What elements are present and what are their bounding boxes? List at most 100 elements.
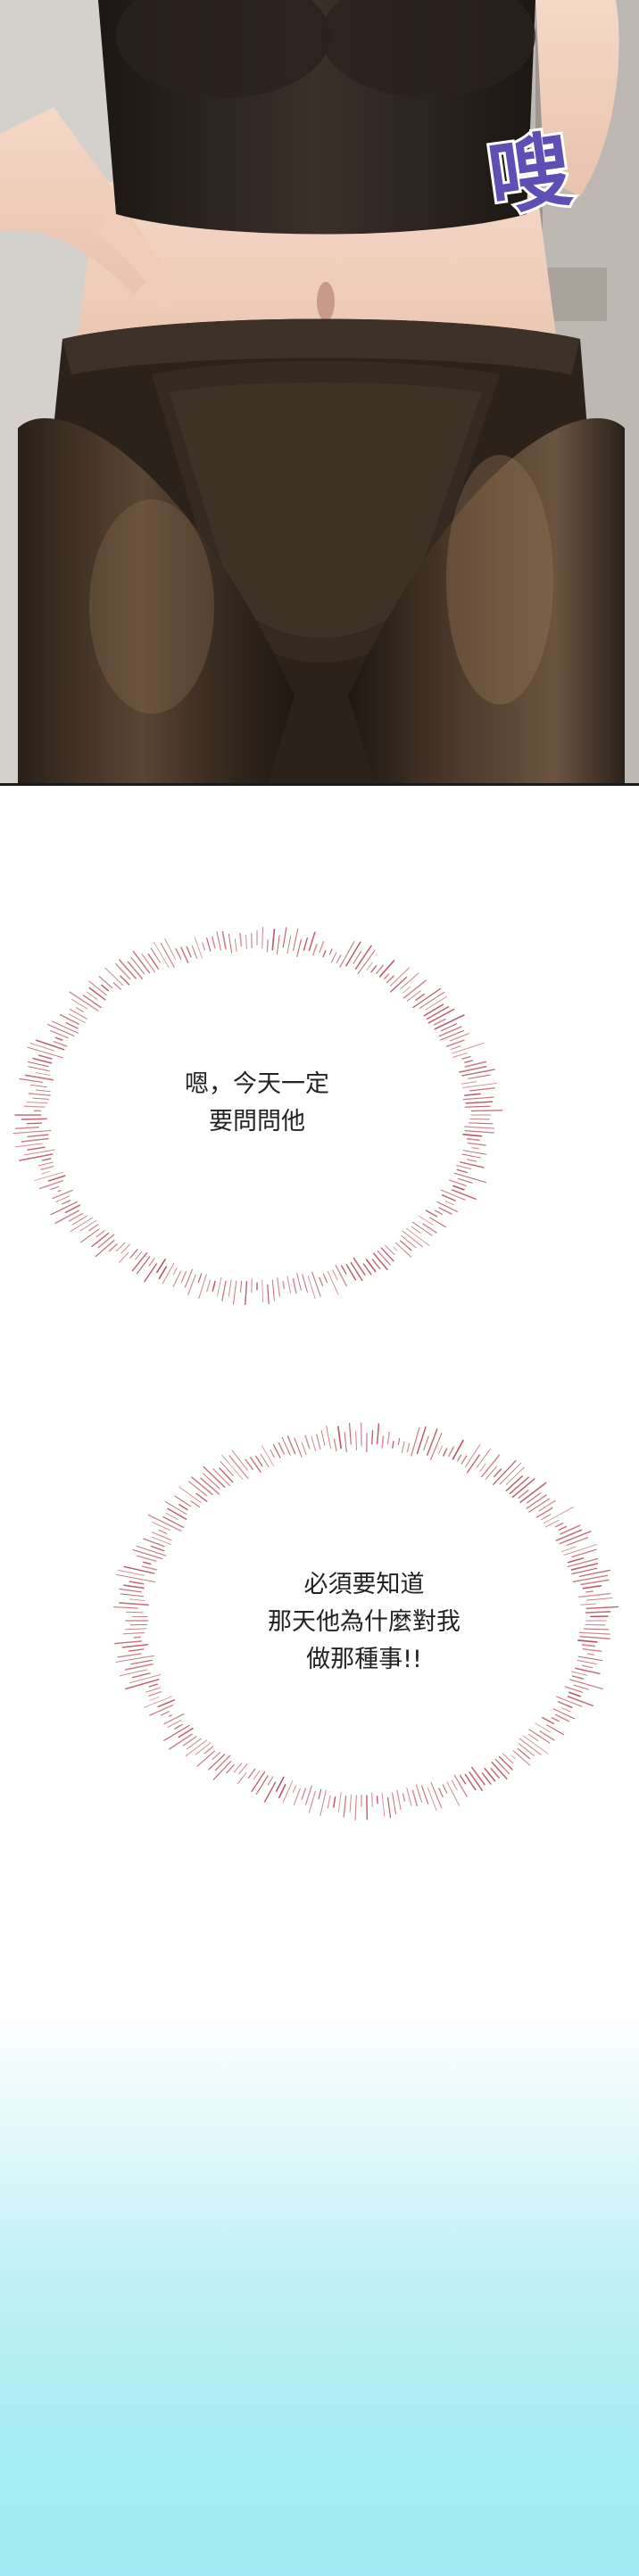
burst-ray bbox=[187, 1274, 196, 1296]
burst-ray bbox=[302, 1274, 308, 1293]
burst-ray bbox=[465, 1101, 494, 1104]
burst-ray bbox=[436, 1201, 458, 1212]
burst-ray bbox=[511, 1478, 535, 1499]
burst-ray bbox=[147, 1514, 182, 1532]
burst-ray bbox=[54, 1036, 63, 1041]
burst-ray bbox=[149, 1705, 173, 1716]
burst-ray bbox=[113, 1606, 139, 1609]
burst-ray bbox=[206, 1279, 211, 1292]
burst-ray bbox=[69, 991, 99, 1011]
burst-ray bbox=[71, 1215, 88, 1226]
burst-ray bbox=[467, 1142, 486, 1146]
burst-ray bbox=[161, 1711, 170, 1716]
burst-ray bbox=[24, 1074, 54, 1081]
burst-ray bbox=[370, 965, 378, 973]
burst-ray bbox=[168, 1714, 172, 1717]
burst-ray bbox=[202, 942, 205, 951]
burst-ray bbox=[76, 1007, 84, 1012]
burst-ray bbox=[577, 1655, 603, 1662]
burst-ray bbox=[91, 1232, 110, 1248]
burst-ray bbox=[542, 1716, 555, 1725]
burst-ray bbox=[27, 1134, 49, 1137]
panel-border bbox=[0, 783, 639, 786]
burst-ray bbox=[502, 1753, 514, 1764]
burst-ray bbox=[582, 1648, 602, 1652]
burst-ray bbox=[451, 1189, 477, 1201]
burst-ray bbox=[123, 1565, 155, 1574]
burst-ray bbox=[577, 1639, 598, 1643]
burst-ray bbox=[452, 1439, 464, 1460]
burst-ray bbox=[131, 1672, 151, 1679]
burst-ray bbox=[14, 1143, 43, 1148]
burst-ray bbox=[68, 1013, 86, 1024]
burst-ray bbox=[152, 1532, 172, 1541]
burst-ray bbox=[535, 1507, 553, 1518]
sound-effect-text: 嗖 bbox=[480, 119, 582, 230]
burst-ray bbox=[466, 1454, 480, 1474]
burst-ray bbox=[144, 1263, 158, 1283]
burst-ray bbox=[148, 1683, 159, 1688]
burst-ray bbox=[452, 1042, 485, 1054]
burst-ray bbox=[440, 1030, 464, 1041]
burst-ray bbox=[411, 1789, 419, 1807]
burst-ray bbox=[452, 1053, 468, 1058]
burst-ray bbox=[64, 1204, 81, 1214]
burst-ray bbox=[150, 947, 161, 963]
burst-ray bbox=[15, 1127, 39, 1130]
burst-ray bbox=[271, 929, 276, 951]
burst-ray bbox=[240, 1280, 243, 1292]
burst-ray bbox=[341, 1265, 347, 1275]
burst-ray bbox=[585, 1598, 613, 1601]
burst-ray bbox=[194, 937, 203, 959]
burst-ray bbox=[558, 1525, 568, 1531]
burst-ray bbox=[286, 935, 292, 954]
burst-ray bbox=[116, 1573, 156, 1582]
burst-ray bbox=[253, 1770, 261, 1780]
burst-ray bbox=[411, 1226, 421, 1234]
burst-ray bbox=[442, 1784, 448, 1794]
burst-ray bbox=[149, 1697, 160, 1701]
burst-ray bbox=[271, 1279, 275, 1301]
burst-ray bbox=[167, 1720, 182, 1728]
burst-ray bbox=[328, 948, 333, 955]
burst-ray bbox=[509, 1476, 529, 1495]
burst-ray bbox=[178, 1728, 194, 1738]
burst-ray bbox=[136, 1545, 167, 1556]
burst-ray bbox=[178, 1504, 188, 1511]
burst-ray bbox=[124, 1663, 154, 1671]
burst-ray bbox=[464, 1061, 487, 1068]
burst-ray bbox=[440, 1189, 466, 1201]
burst-ray bbox=[462, 1150, 487, 1155]
burst-ray bbox=[136, 1555, 157, 1563]
burst-ray bbox=[585, 1611, 611, 1614]
burst-ray bbox=[371, 1792, 373, 1807]
burst-ray bbox=[51, 1020, 79, 1034]
burst-ray bbox=[68, 1212, 84, 1222]
burst-ray bbox=[281, 1436, 291, 1456]
burst-ray bbox=[50, 1029, 69, 1039]
burst-ray bbox=[402, 986, 411, 994]
burst-ray bbox=[27, 1101, 48, 1104]
burst-ray bbox=[528, 1729, 551, 1744]
burst-ray bbox=[115, 1655, 154, 1663]
burst-ray bbox=[239, 932, 243, 947]
burst-ray bbox=[380, 1247, 394, 1262]
burst-ray bbox=[219, 1467, 234, 1483]
burst-ray bbox=[441, 1194, 456, 1201]
burst-ray bbox=[127, 961, 144, 980]
burst-ray bbox=[332, 1269, 338, 1281]
burst-ray bbox=[114, 962, 131, 980]
burst-ray bbox=[567, 1696, 594, 1707]
burst-ray bbox=[165, 1513, 178, 1521]
burst-ray bbox=[580, 1579, 610, 1586]
burst-ray bbox=[114, 1640, 143, 1645]
burst-ray bbox=[129, 1598, 145, 1601]
burst-ray bbox=[187, 1481, 208, 1497]
burst-ray bbox=[172, 1267, 178, 1276]
burst-ray bbox=[327, 1795, 331, 1809]
burst-ray bbox=[543, 1507, 574, 1524]
burst-ray bbox=[12, 1129, 52, 1135]
burst-ray bbox=[427, 1787, 437, 1812]
burst-ray bbox=[386, 975, 394, 984]
burst-ray bbox=[440, 1023, 458, 1032]
